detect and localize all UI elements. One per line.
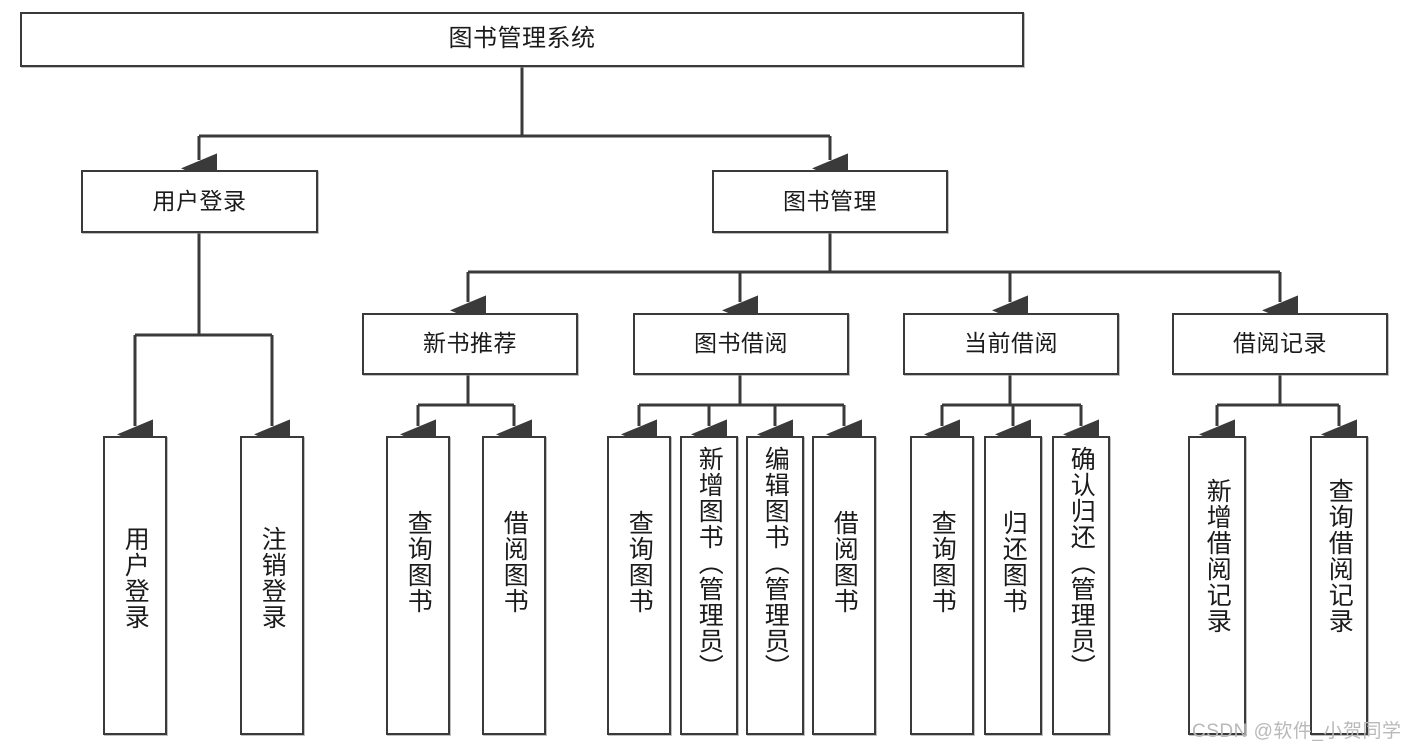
leaf-return-book-label: 归还图书 [999, 510, 1028, 614]
leaf-query-borrow-record-label: 查询借阅记录 [1325, 478, 1354, 634]
node-root-label: 图书管理系统 [448, 25, 596, 53]
leaf-query-book-rec[interactable]: 查询图书 [386, 436, 450, 735]
leaf-borrow-book-label: 借阅图书 [830, 510, 859, 614]
leaf-edit-book-label: 编辑图书（管理员） [761, 446, 790, 680]
node-user-login-label: 用户登录 [152, 187, 247, 214]
leaf-add-book-label: 新增图书（管理员） [695, 446, 724, 680]
node-book-manage[interactable]: 图书管理 [712, 170, 948, 233]
leaf-add-borrow-record-label: 新增借阅记录 [1203, 478, 1232, 634]
leaf-query-book-current[interactable]: 查询图书 [910, 436, 974, 735]
node-new-book-recommend-label: 新书推荐 [423, 330, 517, 357]
leaf-user-login[interactable]: 用户登录 [103, 436, 167, 735]
node-current-borrow-label: 当前借阅 [964, 330, 1058, 357]
leaf-return-book[interactable]: 归还图书 [984, 436, 1042, 735]
leaf-user-login-label: 用户登录 [121, 526, 150, 630]
node-book-borrow[interactable]: 图书借阅 [633, 313, 849, 375]
node-current-borrow[interactable]: 当前借阅 [903, 313, 1119, 375]
node-borrow-record[interactable]: 借阅记录 [1172, 313, 1388, 375]
leaf-confirm-return-label: 确认归还（管理员） [1067, 446, 1096, 680]
leaf-query-book-current-label: 查询图书 [928, 510, 957, 614]
leaf-query-book-borrow[interactable]: 查询图书 [607, 436, 671, 735]
node-new-book-recommend[interactable]: 新书推荐 [362, 313, 578, 375]
node-user-login[interactable]: 用户登录 [81, 170, 318, 233]
leaf-borrow-book-rec[interactable]: 借阅图书 [482, 436, 546, 735]
leaf-borrow-book[interactable]: 借阅图书 [812, 436, 876, 735]
leaf-query-borrow-record[interactable]: 查询借阅记录 [1310, 436, 1368, 735]
leaf-query-book-rec-label: 查询图书 [404, 510, 433, 614]
leaf-confirm-return[interactable]: 确认归还（管理员） [1052, 436, 1110, 735]
watermark: CSDN @软件_小贺同学 [1192, 721, 1402, 742]
node-root[interactable]: 图书管理系统 [20, 12, 1024, 67]
node-book-manage-label: 图书管理 [783, 187, 877, 214]
leaf-add-borrow-record[interactable]: 新增借阅记录 [1188, 436, 1246, 735]
leaf-edit-book[interactable]: 编辑图书（管理员） [746, 436, 804, 735]
leaf-logout-label: 注销登录 [258, 526, 287, 630]
leaf-borrow-book-rec-label: 借阅图书 [500, 510, 529, 614]
node-borrow-record-label: 借阅记录 [1233, 330, 1327, 357]
node-book-borrow-label: 图书借阅 [694, 330, 788, 357]
leaf-add-book[interactable]: 新增图书（管理员） [680, 436, 738, 735]
leaf-logout[interactable]: 注销登录 [240, 436, 304, 735]
leaf-query-book-borrow-label: 查询图书 [625, 510, 654, 614]
